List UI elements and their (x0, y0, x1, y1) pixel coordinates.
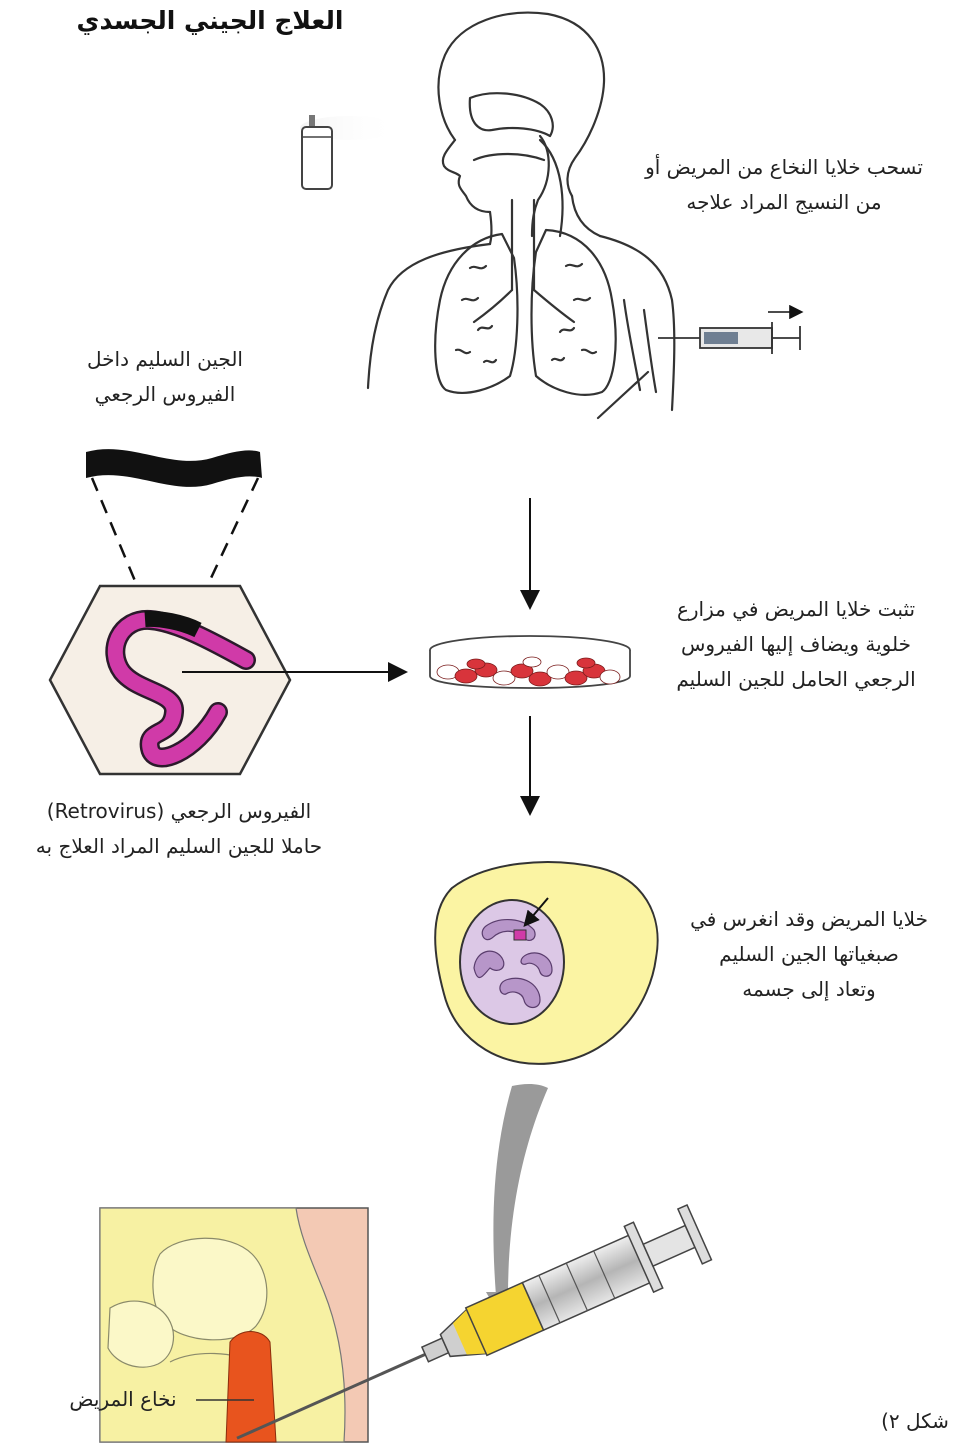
face-profile (443, 140, 490, 212)
left-shoulder (368, 244, 490, 388)
right-shoulder (600, 236, 674, 410)
label-step2: تثبت خلايا المريض في مزارع خلوية ويضاف إ… (636, 592, 956, 697)
label-healthy-gene-line1: الجين السليم داخل (60, 342, 270, 377)
label-step3-line3: وتعاد إلى جسمه (664, 972, 954, 1007)
label-retrovirus-line1: الفيروس الرجعي (Retrovirus) (4, 794, 354, 829)
label-step2-line1: تثبت خلايا المريض في مزارع (636, 592, 956, 627)
label-step1-line2: من النسيج المراد علاجه (612, 185, 956, 220)
nasal-cavity (470, 93, 553, 136)
retrovirus-hexagon (50, 586, 290, 774)
arm-outline (624, 300, 640, 390)
healthy-gene-strip (86, 449, 262, 487)
petri-dish (430, 636, 630, 688)
mouth-cavity (474, 154, 544, 160)
label-step3-line1: خلايا المريض وقد انغرس في (664, 902, 954, 937)
label-step2-line3: الرجعي الحامل للجين السليم (636, 662, 956, 697)
leader-line (598, 372, 648, 418)
label-healthy-gene-line2: الفيروس الرجعي (60, 377, 270, 412)
head-outline (438, 13, 604, 196)
label-step3: خلايا المريض وقد انغرس في صبغياتها الجين… (664, 902, 954, 1007)
neck-back (572, 196, 600, 236)
figure-caption: شكل ٢) (870, 1404, 960, 1439)
left-bronchus (474, 290, 512, 322)
forearm (644, 310, 656, 392)
label-step1: تسحب خلايا النخاع من المريض أو من النسيج… (612, 150, 956, 220)
label-healthy-gene: الجين السليم داخل الفيروس الرجعي (60, 342, 270, 412)
label-step1-line1: تسحب خلايا النخاع من المريض أو (612, 150, 956, 185)
diagram-title: العلاج الجيني الجسدي (60, 6, 360, 35)
spray-can (300, 115, 400, 189)
left-lung (435, 234, 517, 393)
extraction-syringe (658, 312, 800, 354)
label-marrow: نخاع المريض (48, 1382, 198, 1417)
inserted-gene-marker (514, 930, 526, 940)
label-retrovirus: الفيروس الرجعي (Retrovirus) حاملا للجين … (4, 794, 354, 864)
label-retrovirus-line2: حاملا للجين السليم المراد العلاج به (4, 829, 354, 864)
neck-front (490, 212, 492, 244)
label-step2-line2: خلوية ويضاف إليها الفيروس (636, 627, 956, 662)
reinjection-grey-arrow (493, 1084, 548, 1296)
right-lung (532, 230, 616, 395)
label-step3-line2: صبغياتها الجين السليم (664, 937, 954, 972)
modified-cell (435, 862, 657, 1064)
right-bronchus (534, 290, 574, 322)
